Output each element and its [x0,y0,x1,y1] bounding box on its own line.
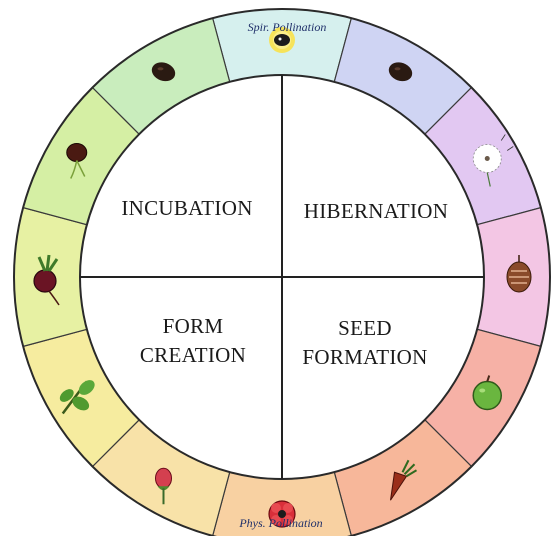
seed-pod-icon [506,255,532,293]
apple-icon [472,375,502,411]
quadrant-incubation: INCUBATION [121,196,252,220]
quadrant-hibernation: HIBERNATION [304,199,448,223]
carrot-icon [390,459,418,501]
rim-label-physical-pollination: Phys. Pollination [238,516,322,530]
sunflower-seed-icon [269,27,295,53]
outer-border [13,8,551,536]
sprouting-seed-icon [66,143,88,179]
red-flower-icon [268,500,296,528]
rose-bud-icon [155,467,172,505]
bean-seed-icon [151,62,176,82]
quadrant-seed-formation-line-1: SEED [338,316,392,340]
quadrant-form-creation-line-1: FORM [163,314,224,338]
dandelion-icon [472,134,514,187]
bean-seed-icon [388,62,413,82]
rim-label-spiritual-pollination: Spir. Pollination [248,20,327,34]
beet-root-icon [33,254,60,306]
outer-ring [13,8,551,536]
quadrant-form-creation-line-2: CREATION [140,343,246,367]
leafy-stem-icon [59,380,95,415]
quadrant-seed-formation-line-2: FORMATION [302,345,427,369]
